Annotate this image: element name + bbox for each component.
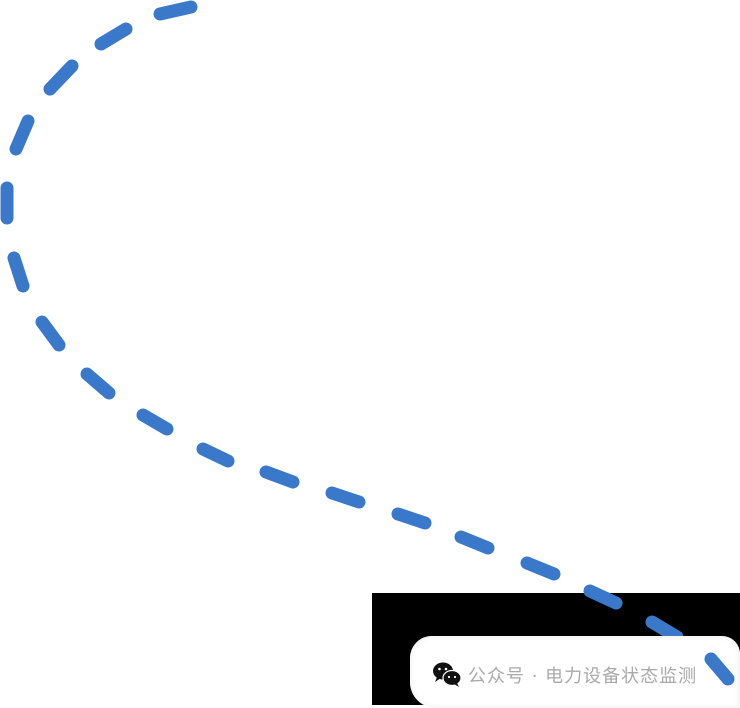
dash-segment (391, 507, 432, 530)
dash-segment (454, 530, 495, 555)
dash-segment (80, 367, 116, 400)
dash-segment (136, 408, 174, 436)
dash-segment (9, 114, 35, 156)
watermark-content: 公众号 · 电力设备状态监测 (432, 660, 697, 690)
dash-segment (259, 465, 300, 489)
dash-segment (196, 442, 235, 468)
dash-segment (35, 315, 66, 352)
watermark-label (410, 636, 740, 708)
dash-segment (520, 556, 561, 581)
dash-segment (7, 251, 30, 293)
dash-segment (43, 59, 79, 96)
dash-segment (325, 486, 366, 509)
dash-segment (153, 0, 198, 21)
wechat-icon (433, 662, 462, 687)
watermark-text: 公众号 · 电力设备状态监测 (468, 666, 698, 687)
dash-segment (94, 22, 133, 51)
